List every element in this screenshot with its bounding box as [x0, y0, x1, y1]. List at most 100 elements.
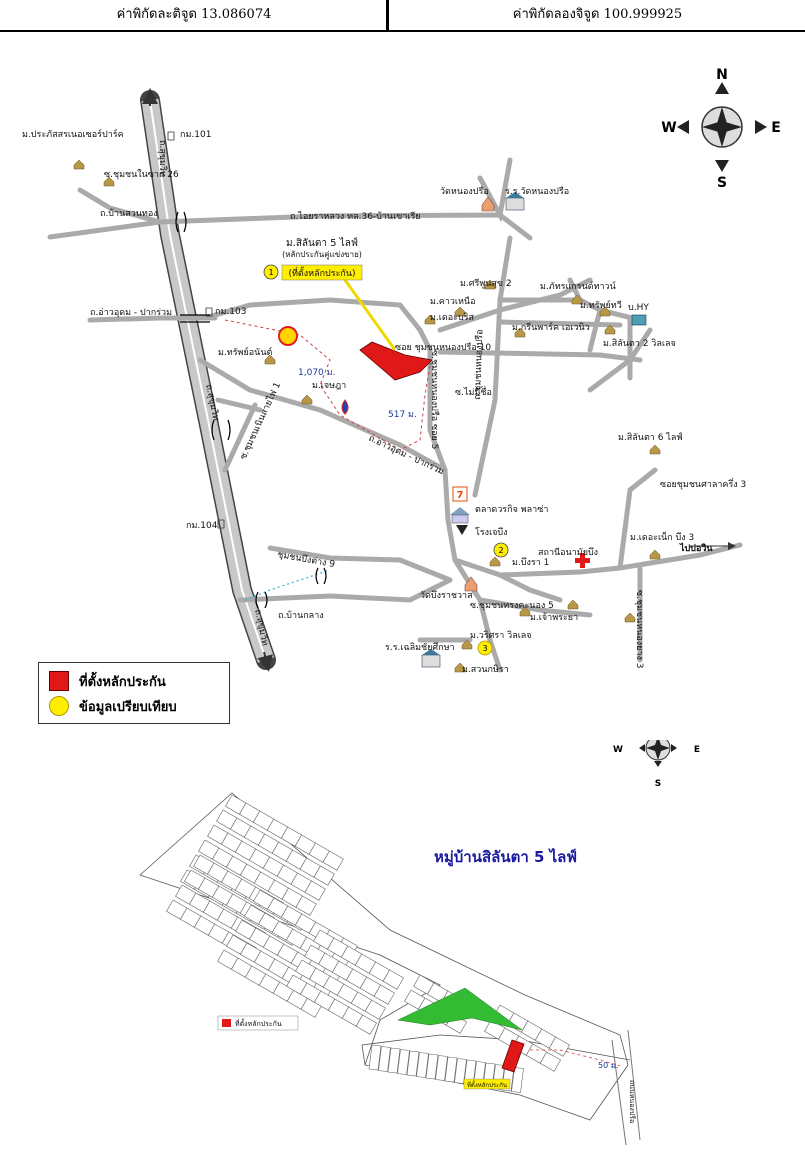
label-watsara: ม.วริศรา วิลเลจ — [470, 630, 532, 641]
lot — [454, 1058, 467, 1084]
label-soi-nong-pruea: ซอย ชุมชนหนองปรือ 10 — [395, 342, 491, 353]
school2-icon — [421, 654, 441, 668]
sukhumvit-highway — [140, 88, 276, 672]
lot — [378, 1046, 391, 1072]
label-sukhumvit-top: ถ.สุขุมวิท — [157, 140, 168, 177]
compass-rose: N S W E — [661, 67, 781, 191]
fuel-station-icon — [341, 399, 349, 415]
legend-comparison-label: ข้อมูลเปรียบเทียบ — [79, 699, 177, 715]
pin1-circle — [263, 264, 279, 280]
label-dist-1070: 1,070 ม. — [298, 368, 335, 378]
shrine-icon — [456, 525, 468, 535]
route-path — [224, 319, 431, 451]
health-cross-icon — [575, 553, 590, 568]
label-road-36: ถ.ไอยราหลวง ทล.36-บ้านเขาเรีย — [290, 211, 421, 222]
callout-line — [343, 279, 397, 351]
label-mai-mee-chue: ซ.ไม่มีชื่อ — [455, 385, 492, 398]
school-roof-icon — [506, 192, 524, 198]
lot — [322, 850, 344, 871]
pin1-box — [281, 264, 363, 281]
label-silanta6: ม.สิลันตา 6 ไลฟ์ — [618, 431, 683, 443]
label-chenpa: ม.เจษฎา — [312, 381, 346, 391]
silanta-title: ม.สิลันตา 5 ไลฟ์ — [286, 237, 358, 249]
label-talad: ตลาดวรกิจ พลาซ่า — [475, 504, 548, 515]
label-ao-udom-road: ถ.อ่าวอุดม - ปากร่วม — [90, 308, 172, 318]
label-green-park: ม.กรีนพาร์ค เอเวนิว — [512, 321, 590, 333]
bridge-marks — [175, 211, 327, 609]
plan-title: หมู่บ้านสิลันตา 5 ไลฟ์ — [434, 848, 577, 866]
pin3-circle — [477, 640, 493, 656]
location-map: 1 (ที่ตั้งหลักประกัน) ม.สิลันตา 5 ไลฟ์ (… — [22, 67, 781, 675]
label-prasertsak: ม.ประภัสสรเนอเซอร์ปาร์ค — [22, 128, 124, 140]
seven-eleven-digit: 7 — [457, 490, 464, 501]
lot — [406, 1050, 420, 1077]
lot — [397, 1049, 410, 1075]
label-km104: กม.104 — [186, 521, 218, 531]
site-plan: N S W E 50 ม. ถนนหนองปรือ ที่ตั้งหลักประ… — [139, 740, 700, 1146]
label-derest-bueng: ม.เดอะเน็ก บึง 3 — [630, 530, 694, 543]
landmark-icons: 7 — [167, 131, 736, 668]
label-nong-pruea-road: ถ.ชุมชนหนองปรือ — [472, 329, 485, 400]
label-pattra: ม.ภัทรแกรนด์ทาวน์ — [540, 280, 616, 292]
lot — [295, 895, 317, 916]
access-road: 50 ม. ถนนหนองปรือ — [530, 1029, 641, 1146]
label-chaloem: ร.ร.เฉลิมชัยศึกษา — [385, 642, 455, 653]
longitude-label: ค่าพิกัดลองจิจูด 100.999925 — [512, 7, 683, 22]
latitude-label: ค่าพิกัดละติจูด 13.086074 — [116, 7, 272, 22]
lot — [444, 1056, 458, 1083]
label-chumchon-nai-chak: ซ.ชุมชนในซาก 26 — [104, 169, 179, 180]
pin2-circle — [493, 542, 509, 558]
lot — [364, 999, 386, 1020]
lot — [425, 1053, 439, 1080]
legend-circle-icon — [49, 696, 69, 716]
label-bueng-ra: ม.บึงรา 1 — [512, 557, 549, 568]
house-icons — [73, 159, 661, 673]
label-hy: บ.HY — [628, 303, 649, 313]
header-divider — [386, 0, 389, 30]
label-health-station: สถานีอนามัยบึง — [538, 547, 598, 558]
label-derist: ม.เดอะบริส — [430, 312, 475, 323]
km101-marker-icon — [167, 131, 175, 141]
lot — [304, 880, 326, 901]
label-suankasira: ม.สวนกษิรา — [462, 664, 509, 675]
label-school-nong-pruea: ร.ร.วัดหนองปรือ — [505, 186, 569, 197]
label-soi-salakrueng: ซอยชุมชนศาลาครึ่ง 3 — [660, 477, 746, 490]
collateral-marker — [359, 341, 433, 381]
lot — [373, 984, 395, 1005]
compass-n: N — [716, 67, 728, 83]
label-sapthavee: ม.ทรัพย์ทวี — [580, 299, 622, 311]
plan-dist-label: 50 ม. — [598, 1061, 619, 1070]
label-ban-suan-thong: ถ.บ้านสวนทอง — [100, 208, 158, 219]
lot — [368, 1044, 382, 1071]
plan-legend: ที่ตั้งหลักประกัน — [217, 1015, 299, 1031]
km104-marker-icon — [217, 519, 225, 529]
compass-s: S — [717, 175, 727, 191]
legend-square-icon — [49, 671, 69, 691]
school-icon — [505, 197, 525, 211]
label-sapanan: ม.ทรัพย์อนันต์ — [218, 346, 272, 358]
lot — [387, 1047, 401, 1074]
label-soi-nong-khao: ซ.ชุมชนทรงคะนอง 5 — [470, 601, 554, 611]
lot — [355, 1014, 377, 1035]
pin2-number: 2 — [498, 546, 503, 555]
wat-bueng-icon — [464, 576, 478, 592]
label-wat-bueng: วัดบึงราชวาส — [420, 590, 473, 601]
label-km101: กม.101 — [180, 130, 211, 140]
legend-collateral-label: ที่ตั้งหลักประกัน — [79, 674, 166, 690]
market-icon — [451, 514, 469, 524]
silanta-sub: (หลักประกันคู่แข่งขาย) — [282, 250, 362, 260]
lot — [511, 1067, 524, 1093]
label-to-bowin: ไปบ่อวิน — [679, 542, 713, 554]
plan-collateral-lot — [501, 1039, 525, 1073]
seven-eleven-icon — [452, 486, 468, 502]
compass-small-s: S — [655, 779, 661, 789]
lot — [548, 1036, 571, 1057]
label-ban-klang: ถ.บ้านกลาง — [278, 610, 324, 621]
label-soi5: ซ.ชุมชนหนองปรือ ซอย 5 — [429, 350, 440, 449]
shell-icon — [278, 326, 298, 346]
label-khaonuea: ม.คาวเหนือ — [430, 296, 476, 307]
pin1-number: 1 — [268, 268, 273, 277]
map-labels: ม.ประภัสสรเนอเซอร์ปาร์ค กม.101 ถ.สุขุมวิ… — [22, 128, 746, 675]
pin3-number: 3 — [482, 644, 487, 653]
label-dist-517: 517 ม. — [388, 410, 417, 420]
